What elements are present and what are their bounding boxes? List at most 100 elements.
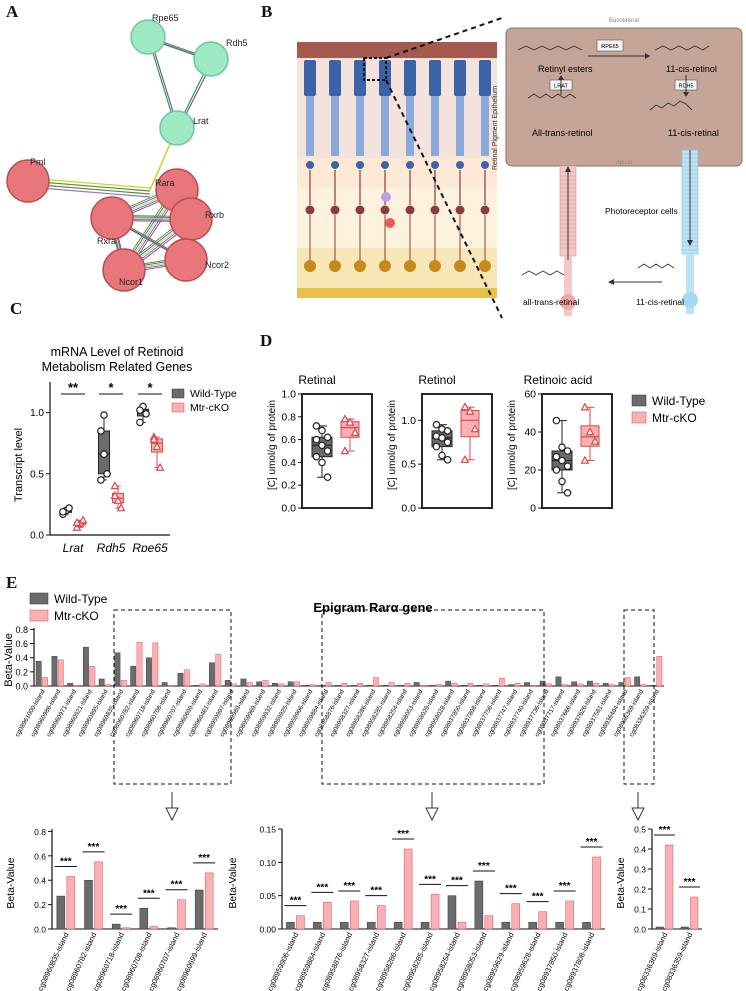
data-point-ko <box>350 427 360 436</box>
cis-retinal-label: 11-cis-retinal <box>668 128 719 138</box>
node-label-rdh5: Rdh5 <box>226 38 248 48</box>
y-tick-label: 0.4 <box>15 653 28 663</box>
bar-wt <box>528 922 537 930</box>
ganglion-cell <box>329 260 341 272</box>
bar-ko <box>199 683 206 687</box>
chart-e-sub-1: 0.000.050.100.15***cg08959906-island***c… <box>259 825 605 991</box>
plot-frame <box>541 393 613 509</box>
rpe-label: Retinal Pigment Epithelium <box>492 86 499 170</box>
bar-wt <box>618 682 625 687</box>
bar-ko <box>294 681 300 687</box>
bar-wt <box>602 682 609 687</box>
bar-wt <box>393 922 403 930</box>
node-label-ncor2: Ncor2 <box>205 260 229 270</box>
rpe-layer <box>297 42 497 58</box>
photoreceptor-nucleus <box>431 161 439 169</box>
data-point-ko <box>465 406 475 415</box>
y-tick-label: 0.0 <box>634 925 646 935</box>
highlight-box-1 <box>113 609 232 785</box>
bar-ko <box>690 896 699 930</box>
plot-frame <box>421 393 493 509</box>
cis-retinol-label: 11-cis-retinol <box>666 64 717 74</box>
y-tick-label: 0.4 <box>634 845 646 855</box>
data-point-wt <box>103 470 111 478</box>
data-point-wt <box>100 450 108 459</box>
bar-wt <box>51 656 58 687</box>
bar-wt <box>501 922 511 930</box>
data-point-wt <box>318 458 326 467</box>
arrow-down-icon <box>425 807 439 822</box>
y-tick-label: 0.2 <box>34 900 46 910</box>
chart-d-retinal-title: Retinal <box>298 373 335 387</box>
data-point-wt <box>563 489 572 497</box>
bar-wt <box>98 678 105 687</box>
data-point-ko <box>340 414 350 423</box>
bar-ko <box>457 922 467 930</box>
photoreceptor-inner <box>406 96 414 156</box>
bar-wt <box>67 682 74 687</box>
bar-ko <box>357 682 363 687</box>
data-point-ko <box>110 490 120 500</box>
bar-ko <box>435 684 442 687</box>
chart-e-ylabel: Beta-Value <box>3 633 15 687</box>
zoom-arrows <box>165 792 645 822</box>
bar-ko <box>105 684 111 687</box>
bar-ko <box>177 899 186 930</box>
photoreceptor-outer <box>479 60 491 96</box>
cis-retinal2-label: 11-cis-retinal <box>636 297 684 307</box>
apical-label: Apical <box>616 160 632 166</box>
panel-label-c: C <box>10 299 23 318</box>
chart-d-retinol-ylabel: [C] umol/g of protein <box>387 400 398 490</box>
chart-e-sub-0: 0.00.20.40.60.8***cg08960835-island***cg… <box>34 827 218 991</box>
bar-wt <box>146 657 152 687</box>
ganglion-cell <box>354 260 366 272</box>
data-point-wt <box>563 462 572 471</box>
ganglion-cell <box>304 260 316 272</box>
bar-wt <box>335 685 341 687</box>
data-point-wt <box>136 418 144 427</box>
data-point-wt <box>318 426 326 435</box>
photoreceptor-inner <box>306 96 314 156</box>
bar-ko <box>656 656 663 687</box>
bar-wt <box>587 680 593 687</box>
highlight-box-3 <box>623 609 655 785</box>
bar-wt <box>382 685 389 687</box>
sig-label: ** <box>68 380 79 395</box>
x-tick-label: Lrat <box>63 541 84 552</box>
bar-ko <box>577 683 584 687</box>
bar-wt <box>680 926 689 930</box>
data-point-wt <box>438 434 446 442</box>
bar-ko <box>538 911 547 930</box>
photoreceptor-nucleus <box>331 161 339 169</box>
ganglion-cell <box>479 260 491 272</box>
chart-d-retinal-ylabel: [C] umol/g of protein <box>267 400 278 490</box>
bar-wt <box>582 922 591 930</box>
chart-d-retinoic-title: Retinoic acid <box>524 373 593 387</box>
data-point-wt <box>432 442 441 451</box>
y-tick-label: 1.0 <box>30 408 44 419</box>
arrow-down-icon <box>165 807 179 822</box>
rpe-box <box>505 27 743 167</box>
bar-ko <box>168 685 174 687</box>
legend-e-ko-swatch <box>29 609 49 622</box>
y-tick-label: 0.6 <box>15 639 28 649</box>
bar-wt <box>650 685 656 687</box>
x-tick-label: cg08336359-island <box>628 688 661 738</box>
bar-ko <box>404 682 411 687</box>
horizontal-cell <box>381 192 391 202</box>
sig-label: * <box>108 380 114 395</box>
sig-label: *** <box>586 837 598 848</box>
chart-d-retinoic-ylabel: [C] umol/g of protein <box>507 400 518 490</box>
amacrine-cell <box>385 218 395 228</box>
bar-ko <box>511 903 521 930</box>
node-label-ncor1: Ncor1 <box>119 277 143 287</box>
data-point-wt <box>552 416 561 425</box>
photoreceptor-outer <box>429 60 441 96</box>
data-point-wt <box>323 447 332 455</box>
photoreceptor-inner <box>331 96 339 156</box>
node-label-pml: Pml <box>30 157 46 167</box>
chart-d-retinoids: Retinal Retinol Retinoic acid [C] umol/g… <box>267 373 706 515</box>
bar-wt <box>634 676 641 687</box>
y-tick-label: 40 <box>524 427 536 439</box>
bar-wt <box>429 685 436 687</box>
